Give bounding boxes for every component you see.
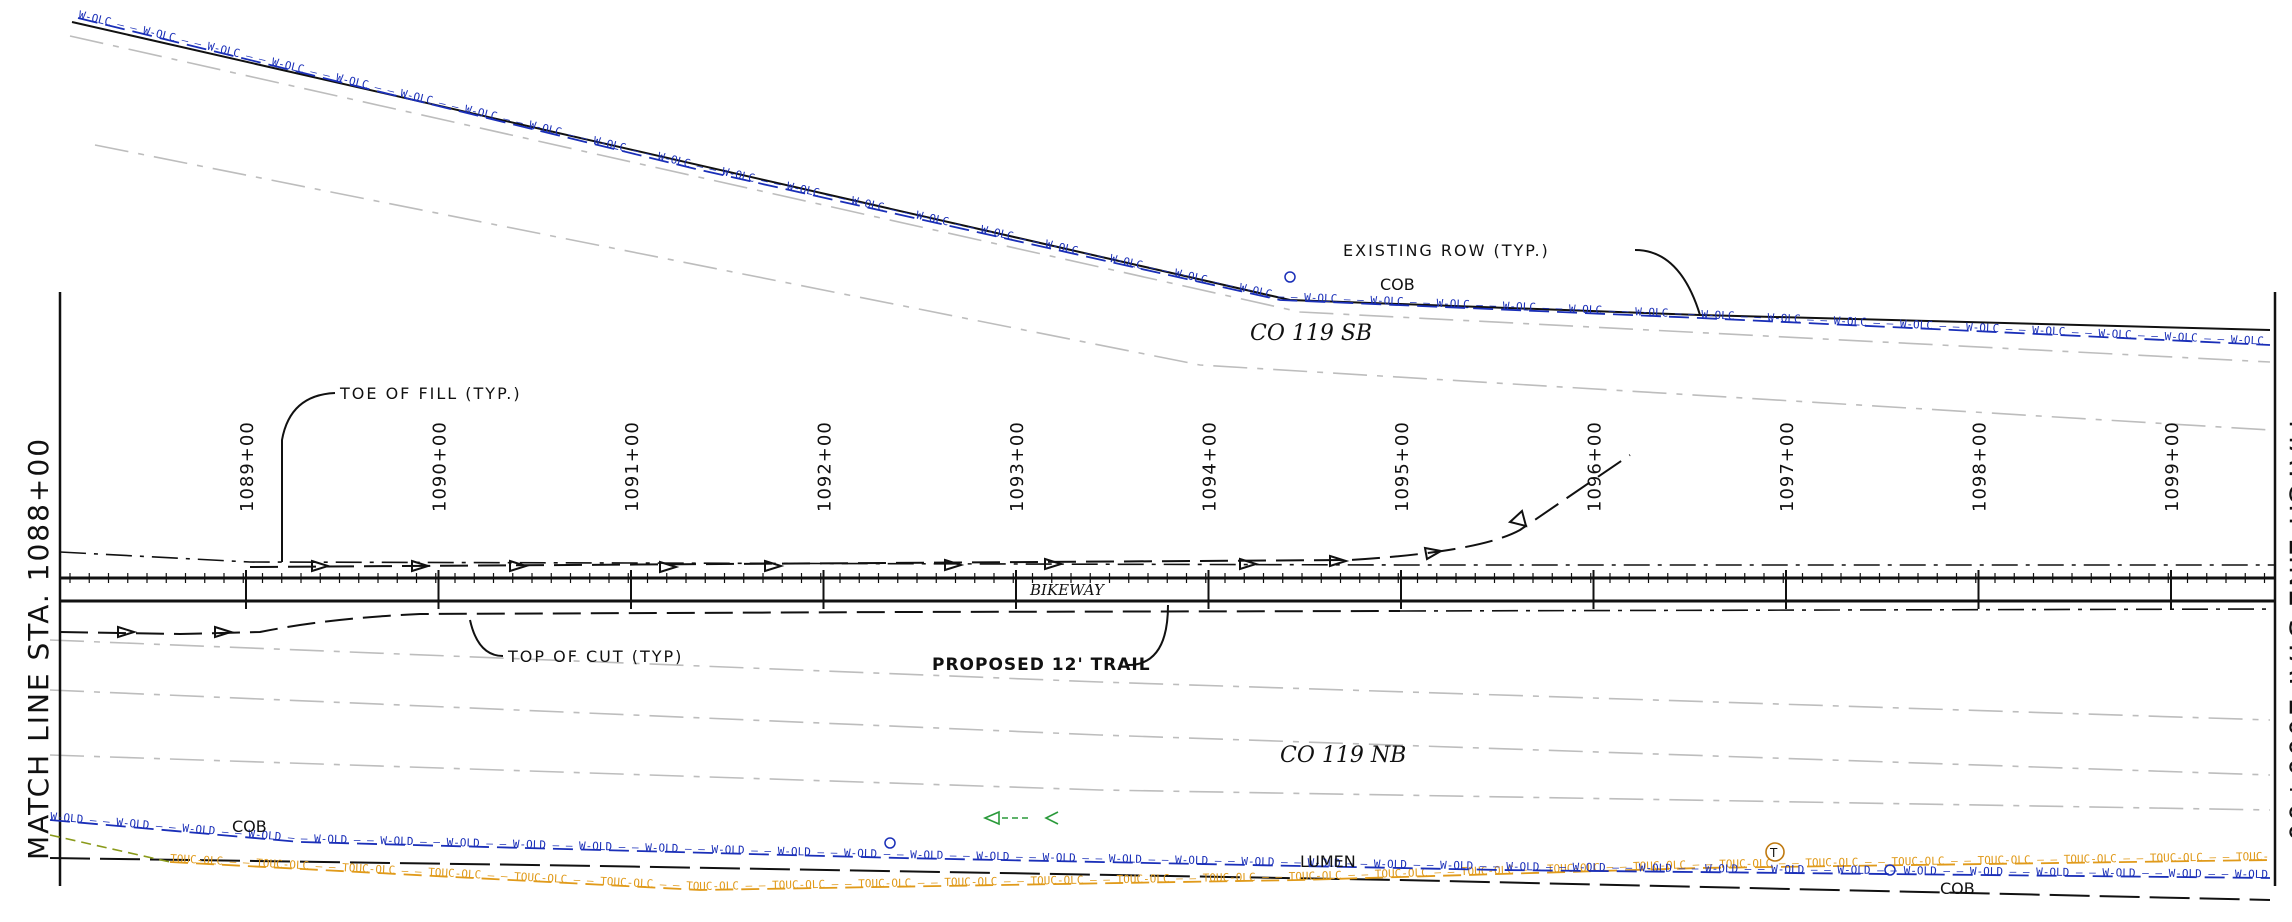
callout-existing-row: EXISTING ROW (TYP.) [1343, 241, 1550, 260]
callout-proposed-trail: PROPOSED 12' TRAIL [932, 655, 1151, 675]
road-label-northbound: CO 119 NB [1280, 743, 1406, 768]
telecom-line-west [49, 834, 171, 863]
limits-line-south-right [1399, 608, 2276, 612]
callout-top-of-cut-leader [469, 619, 504, 657]
station-label: 1089+00 [237, 421, 258, 512]
limits-line-north [59, 551, 2275, 566]
callout-toe-of-fill-leader [281, 392, 336, 562]
toe-of-fill-line [249, 454, 1631, 568]
callout-existing-row-leader [1634, 249, 1701, 316]
match-line-left-label: MATCH LINE STA. 1088+00 [22, 437, 55, 860]
station-label: 1097+00 [1777, 421, 1798, 512]
bikeway-label: BIKEWAY [1029, 581, 1106, 599]
lumen-label: LUMEN [1300, 852, 1356, 871]
station-label: 1099+00 [2162, 421, 2183, 512]
water-line-north [77, 17, 2271, 346]
water-line-south [49, 819, 2271, 879]
water-line-north-labels: W-OLC — — W-OLC — — W-OLC — — W-OLC — — … [0, 0, 2271, 348]
manhole-south-2 [1884, 864, 1896, 876]
station-label: 1098+00 [1970, 421, 1991, 512]
telecom-marker-label: T [1769, 846, 1778, 860]
station-label: 1094+00 [1200, 421, 1221, 512]
ghost-lines [49, 35, 2271, 811]
cob-label-south-east: COB [1940, 879, 1975, 898]
telecom-line-labels: TOUC-OLC — — TOUC-OLC — — TOUC-OLC — — T… [0, 0, 2269, 893]
match-line-right-label: MATCH LINE STA. 2000+00 [2283, 420, 2292, 843]
station-ticks [69, 570, 2266, 609]
station-labels: 1089+00 1090+00 1091+00 1092+00 1093+00 1094+… [237, 421, 2183, 512]
station-label: 1091+00 [622, 421, 643, 512]
cob-label-north: COB [1380, 275, 1415, 294]
existing-row-north [71, 21, 2271, 331]
callout-proposed-trail-leader [1127, 604, 1169, 666]
station-label: 1090+00 [430, 421, 451, 512]
callout-toe-of-fill: TOE OF FILL (TYP.) [339, 384, 522, 403]
water-line-south-labels: W-OLD — — W-OLD — — W-OLD — — W-OLD — — … [0, 0, 2268, 881]
road-label-southbound: CO 119 SB [1250, 321, 1372, 346]
station-label: 1092+00 [815, 421, 836, 512]
cut-arrows [117, 625, 235, 639]
top-of-cut-line [59, 610, 1401, 636]
telecom-marker [1765, 842, 1785, 862]
manhole-north [1284, 271, 1296, 283]
manhole-south-1 [884, 837, 896, 849]
vegetation-mark [982, 810, 1059, 826]
fill-arrows [311, 509, 1528, 574]
station-label: 1095+00 [1392, 421, 1413, 512]
existing-row-south [49, 857, 2271, 901]
cob-label-south-west: COB [232, 817, 267, 836]
station-label: 1096+00 [1585, 421, 1606, 512]
callout-top-of-cut: TOP OF CUT (TYP) [507, 647, 683, 666]
station-label: 1093+00 [1007, 421, 1028, 512]
